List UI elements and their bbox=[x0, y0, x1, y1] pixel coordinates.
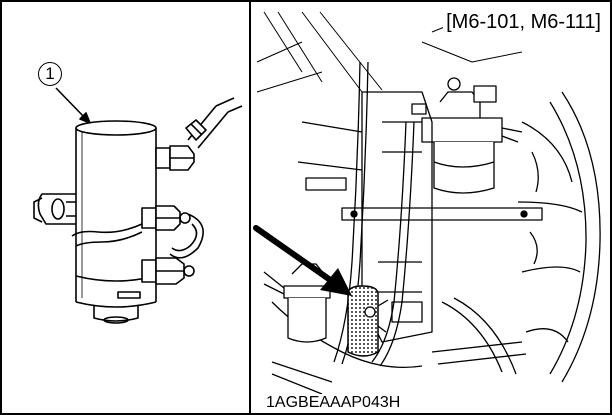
callout-leader bbox=[55, 87, 87, 120]
hose-upper bbox=[185, 97, 243, 149]
engine-bay bbox=[256, 11, 601, 395]
lower-pipes bbox=[271, 297, 527, 395]
fitting-lower bbox=[141, 257, 195, 285]
fitting-middle bbox=[141, 205, 191, 231]
callout-arrowhead bbox=[79, 112, 91, 124]
part-closeup bbox=[33, 87, 243, 324]
cooling-fan bbox=[517, 91, 601, 383]
support-bar bbox=[341, 207, 543, 221]
panel-divider bbox=[249, 2, 251, 413]
mounting-bracket bbox=[33, 193, 76, 225]
hose-loop bbox=[71, 213, 204, 259]
fuel-filter bbox=[411, 77, 523, 194]
sediment-bowl bbox=[263, 263, 331, 343]
figure-code: 1AGBEAAAP043H bbox=[264, 394, 403, 412]
fuel-pump-highlight bbox=[347, 285, 389, 357]
model-tag: [M6-101, M6-111] bbox=[443, 10, 604, 34]
frame-lines bbox=[256, 11, 523, 93]
callout-number: 1 bbox=[38, 62, 62, 86]
locator-arrow bbox=[253, 225, 352, 296]
fitting-upper bbox=[155, 145, 195, 171]
pump-body bbox=[75, 120, 157, 324]
